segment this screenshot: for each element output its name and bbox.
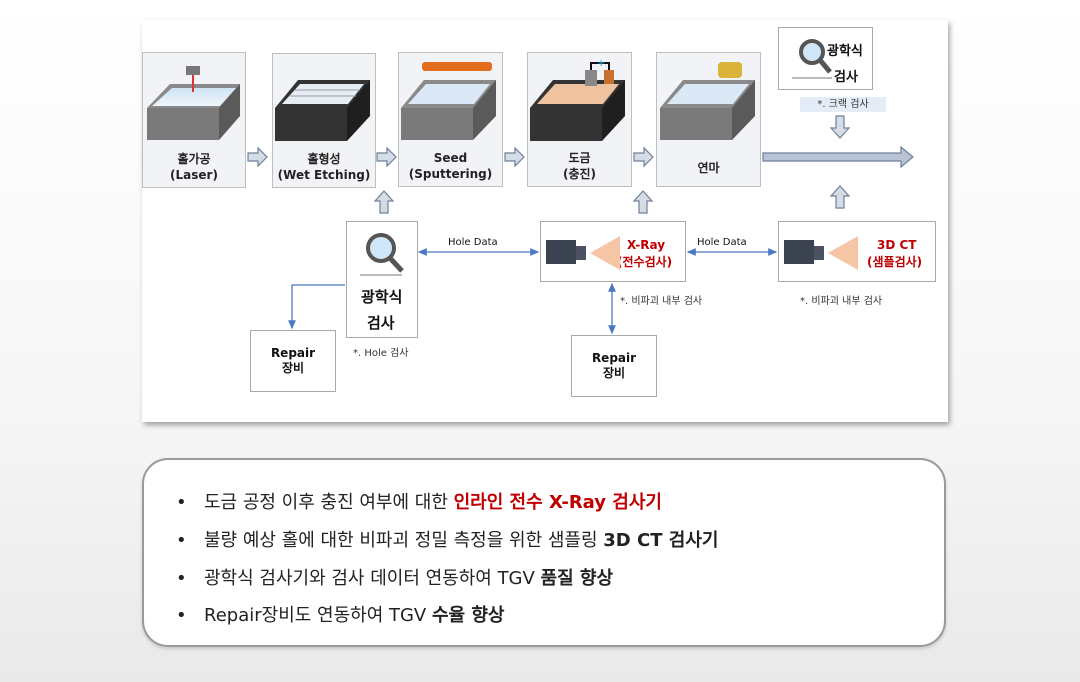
ct-note: *. 비파괴 내부 검사	[800, 296, 883, 307]
box-title: Repair	[270, 346, 316, 360]
stage-hole-processing: 홀가공 (Laser)	[142, 52, 246, 188]
box-title: 광학식	[827, 44, 863, 59]
summary-box: • 도금 공정 이후 충진 여부에 대한 인라인 전수 X-Ray 검사기 • 불량…	[142, 458, 946, 647]
stage-title: Seed	[433, 151, 468, 165]
summary-bullet: • 불량 예상 홀에 대한 비파괴 정밀 측정을 위한 샘플링 3D CT 검사기	[176, 526, 718, 552]
stage-seed: Seed (Sputtering)	[398, 52, 503, 187]
box-title: Repair	[591, 351, 637, 365]
summary-bullet: • Repair장비도 연동하여 TGV 수율 향상	[176, 601, 505, 627]
stage-plating: 도금 (충진)	[527, 52, 632, 187]
xray-box: X-Ray (전수검사)	[540, 221, 686, 282]
box-title: 광학식	[361, 288, 403, 306]
box-subtitle: (전수검사)	[617, 255, 673, 269]
stage-subtitle: (Laser)	[170, 168, 218, 182]
bullet-text: 광학식 검사기와 검사 데이터 연동하여 TGV	[204, 568, 541, 589]
stage-hole-forming: 홀형성 (Wet Etching)	[272, 53, 376, 188]
stage-title: 도금	[568, 151, 591, 165]
bullet-text: 도금 공정 이후 충진 여부에 대한	[204, 492, 454, 513]
box-title: 검사	[367, 314, 395, 332]
box-title: 장비	[281, 361, 305, 375]
stage-title: 홀형성	[307, 152, 341, 166]
stage-subtitle: (Wet Etching)	[277, 168, 371, 182]
bullet-emphasis: 품질 향상	[540, 568, 614, 589]
box-title: 검사	[834, 70, 858, 85]
summary-bullet: • 광학식 검사기와 검사 데이터 연동하여 TGV 품질 향상	[176, 564, 613, 590]
summary-bullet: • 도금 공정 이후 충진 여부에 대한 인라인 전수 X-Ray 검사기	[176, 488, 662, 514]
stage-subtitle: (Sputtering)	[408, 167, 493, 181]
hole-data-label: Hole Data	[697, 237, 747, 248]
box-subtitle: (샘플검사)	[867, 255, 923, 269]
bullet-dot: •	[176, 492, 187, 513]
stage-title: 홀가공	[177, 152, 211, 166]
crack-note: *. 크랙 검사	[800, 97, 886, 112]
bullet-dot: •	[176, 568, 187, 589]
bullet-text: Repair장비도 연동하여 TGV	[204, 605, 432, 626]
box-title: 3D CT	[877, 238, 917, 252]
bullet-emphasis: 3D CT 검사기	[603, 530, 719, 551]
stage-subtitle: (충진)	[562, 167, 597, 181]
xray-note: *. 비파괴 내부 검사	[620, 296, 703, 307]
stage-title: 연마	[697, 161, 720, 175]
optical-inspection-box: 광학식 검사	[346, 221, 418, 338]
bullet-dot: •	[176, 530, 187, 551]
box-title: X-Ray	[627, 238, 666, 252]
crack-inspection-box: 광학식 검사	[778, 27, 873, 90]
box-title: 장비	[602, 366, 626, 380]
bullet-emphasis: 수율 향상	[431, 605, 505, 626]
hole-data-label: Hole Data	[448, 237, 498, 248]
bullet-emphasis: 인라인 전수 X-Ray 검사기	[453, 492, 662, 513]
stage-polishing: 연마	[656, 52, 761, 187]
hole-note: *. Hole 검사	[353, 348, 409, 359]
ct-box: 3D CT (샘플검사)	[778, 221, 936, 282]
bullet-text: 불량 예상 홀에 대한 비파괴 정밀 측정을 위한 샘플링	[204, 530, 604, 551]
bullet-dot: •	[176, 605, 187, 626]
